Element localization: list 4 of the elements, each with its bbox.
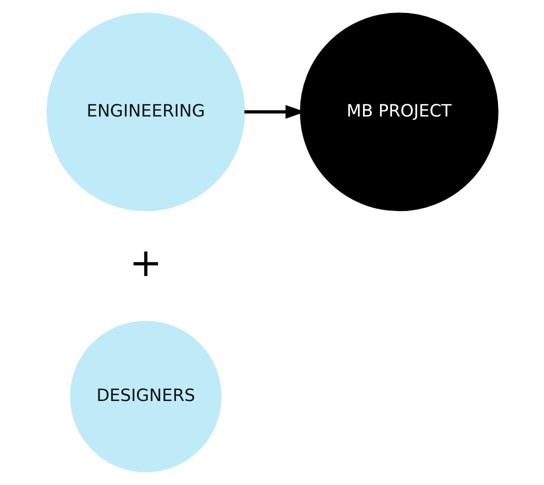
node-circle: DESIGNERS	[70, 320, 222, 472]
node-circle: MB PROJECT	[299, 12, 498, 212]
label: +	[128, 240, 162, 286]
node-circle: ENGINEERING	[46, 12, 245, 212]
